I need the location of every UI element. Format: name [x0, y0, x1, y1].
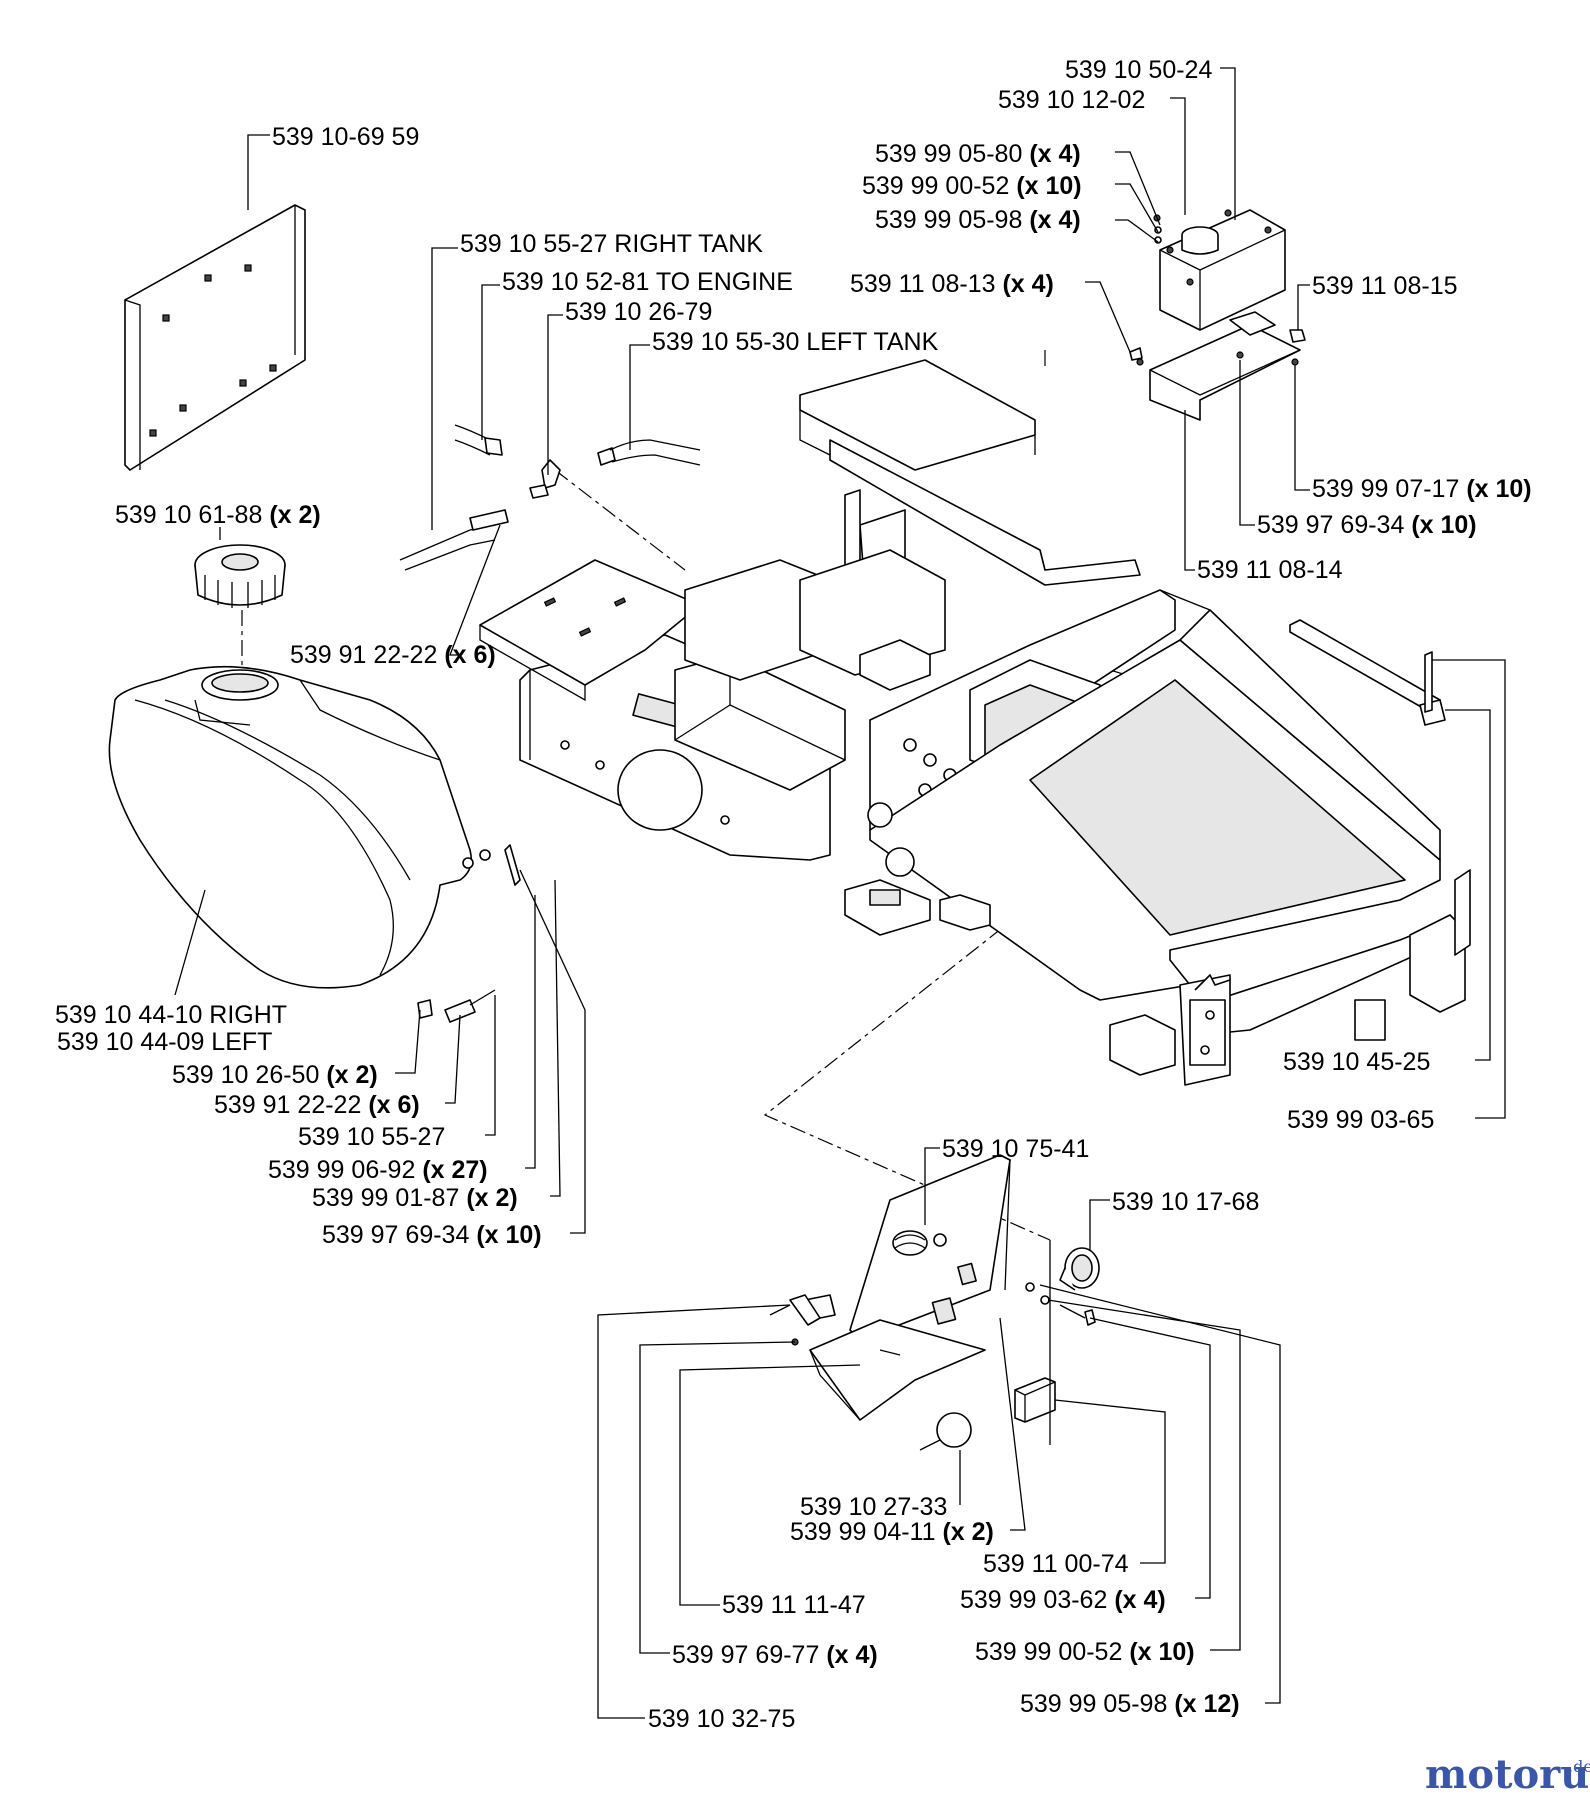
fuel-tank: [108, 665, 473, 989]
callout-c20: 539 10 26-50 (x 2): [172, 1061, 378, 1089]
watermark-brand: motoruf: [1425, 1751, 1590, 1798]
callout-c19: 539 10 44-09 LEFT: [57, 1028, 272, 1056]
callout-c09: 539 97 69-34 (x 10): [1257, 511, 1477, 539]
callout-c38: 539 10 32-75: [648, 1705, 795, 1733]
callout-c35: 539 99 00-52 (x 10): [975, 1638, 1195, 1666]
watermark-tld: .de: [1568, 1757, 1590, 1776]
callout-c21: 539 91 22-22 (x 6): [214, 1091, 420, 1119]
fuel-lines: [399, 424, 701, 571]
callout-c24: 539 99 01-87 (x 2): [312, 1184, 518, 1212]
callout-c03: 539 99 05-80 (x 4): [875, 140, 1081, 168]
callout-c32: 539 11 00-74: [983, 1550, 1129, 1578]
hydraulic-tank-assembly: [1129, 209, 1306, 421]
fuel-cap: [194, 544, 286, 608]
callout-c01: 539 10 50-24: [1065, 56, 1212, 84]
callout-c10: 539 11 08-14: [1197, 556, 1343, 584]
control-panel-assembly: [769, 1154, 1100, 1451]
callout-c33: 539 99 03-62 (x 4): [960, 1586, 1166, 1614]
callout-c18: 539 10 44-10 RIGHT: [55, 1001, 287, 1029]
control-rod: [1289, 619, 1446, 726]
callout-c16: 539 10 61-88 (x 2): [115, 501, 321, 529]
callout-c23: 539 99 06-92 (x 27): [268, 1156, 488, 1184]
callout-c12: 539 10 55-27 RIGHT TANK: [460, 230, 763, 258]
callout-c27: 539 99 03-65: [1287, 1106, 1434, 1134]
callout-c02: 539 10 12-02: [998, 86, 1145, 114]
callout-c05: 539 99 05-98 (x 4): [875, 206, 1081, 234]
part-callouts: 539 10 50-24 539 10 12-02 539 99 05-80 (…: [55, 56, 1532, 1733]
motoruf-watermark: motoruf .de: [1425, 1751, 1590, 1798]
callout-c29: 539 10 17-68: [1112, 1188, 1259, 1216]
callout-c14: 539 10 26-79: [565, 298, 712, 326]
callout-c15: 539 10 55-30 LEFT TANK: [652, 328, 939, 356]
callout-c11: 539 10-69 59: [272, 123, 419, 151]
leader-lines: [174, 67, 1506, 1719]
callout-c25: 539 97 69-34 (x 10): [322, 1221, 542, 1249]
callout-c36: 539 97 69-77 (x 4): [672, 1641, 878, 1669]
callout-c22: 539 10 55-27: [298, 1123, 445, 1151]
callout-c13: 539 10 52-81 TO ENGINE: [502, 268, 793, 296]
callout-c31: 539 99 04-11 (x 2): [790, 1518, 994, 1546]
callout-c06: 539 11 08-13 (x 4): [850, 270, 1054, 298]
callout-c17: 539 91 22-22 (x 6): [290, 641, 496, 669]
main-frame: [479, 359, 1471, 1086]
callout-c28: 539 10 75-41: [942, 1135, 1089, 1163]
callout-c08: 539 99 07-17 (x 10): [1312, 475, 1532, 503]
callout-c34: 539 11 11-47: [722, 1591, 866, 1619]
callout-c26: 539 10 45-25: [1283, 1048, 1430, 1076]
callout-c04: 539 99 00-52 (x 10): [862, 172, 1082, 200]
callout-c37: 539 99 05-98 (x 12): [1020, 1690, 1240, 1718]
callout-c07: 539 11 08-15: [1312, 272, 1458, 300]
callout-c30: 539 10 27-33: [800, 1493, 947, 1521]
seat-back-panel: [124, 204, 306, 471]
tank-fittings: [417, 844, 521, 1023]
